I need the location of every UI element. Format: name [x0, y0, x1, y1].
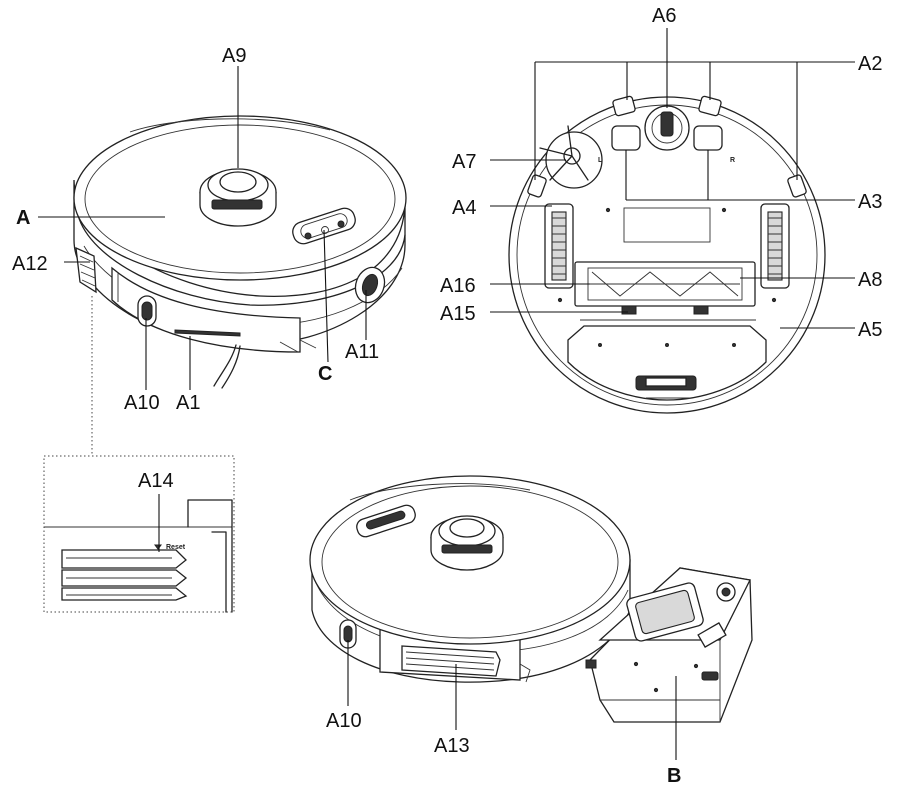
robot-top-view	[73, 115, 407, 389]
label-a13: A13	[434, 735, 470, 757]
label-a: A	[16, 207, 30, 229]
label-a16: A16	[440, 275, 476, 297]
wheel-mark-right: R	[730, 157, 735, 164]
label-a10-bottom: A10	[326, 710, 362, 732]
robot-bottom-view	[508, 95, 826, 414]
label-a9: A9	[222, 45, 246, 67]
reset-label: Reset	[166, 544, 186, 551]
label-c: C	[318, 363, 332, 385]
top-view-leaders	[38, 66, 367, 455]
label-a10-top: A10	[124, 392, 160, 414]
wheel-mark-left: L	[598, 157, 603, 164]
bin-view-leaders	[347, 640, 677, 760]
dustbin-view	[585, 567, 753, 723]
bottom-view-leaders	[490, 28, 855, 329]
reset-detail-box	[43, 455, 235, 613]
robot-with-bin-view	[309, 475, 631, 683]
label-a12: A12	[12, 253, 48, 275]
label-b: B	[667, 765, 681, 787]
label-a8: A8	[858, 269, 882, 291]
label-a6: A6	[652, 5, 676, 27]
label-a1: A1	[176, 392, 200, 414]
label-a14: A14	[138, 470, 174, 492]
label-a2: A2	[858, 53, 882, 75]
label-a4: A4	[452, 197, 476, 219]
label-a7: A7	[452, 151, 476, 173]
callout-labels: A9 A A12 A10 A1 C A11 A14 Reset A6 A2 A7…	[12, 5, 882, 787]
label-a3: A3	[858, 191, 882, 213]
label-a15: A15	[440, 303, 476, 325]
label-a11: A11	[345, 341, 379, 363]
label-a5: A5	[858, 319, 882, 341]
